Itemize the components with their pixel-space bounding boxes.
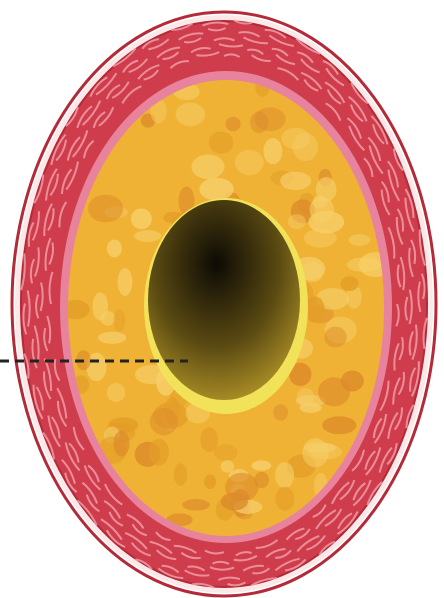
plaque-blob xyxy=(199,178,233,201)
plaque-blob xyxy=(113,309,125,331)
plaque-blob xyxy=(118,268,133,296)
plaque-blob xyxy=(107,240,122,258)
plaque-blob xyxy=(235,150,264,175)
lumen xyxy=(148,200,300,400)
plaque-blob xyxy=(150,408,178,435)
plaque-blob xyxy=(149,439,169,466)
plaque-blob xyxy=(254,107,285,131)
plaque-blob xyxy=(252,460,272,470)
plaque-blob xyxy=(209,132,234,154)
plaque-blob xyxy=(280,172,311,190)
plaque-blob xyxy=(254,472,269,488)
plaque-blob xyxy=(275,462,294,488)
plaque-blob xyxy=(263,138,282,164)
plaque-blob xyxy=(318,377,350,406)
plaque-blob xyxy=(276,487,295,511)
plaque-blob xyxy=(98,332,126,344)
plaque-blob xyxy=(273,404,288,421)
plaque-blob xyxy=(302,438,328,467)
plaque-blob xyxy=(114,431,130,457)
plaque-blob xyxy=(347,258,381,273)
plaque-blob xyxy=(88,195,123,223)
plaque-blob xyxy=(324,327,347,348)
plaque-blob xyxy=(174,463,188,486)
plaque-blob xyxy=(214,444,238,461)
plaque-blob xyxy=(349,234,371,246)
plaque-blob xyxy=(182,499,210,511)
plaque-blob xyxy=(282,128,310,150)
plaque-blob xyxy=(226,117,241,131)
plaque-blob xyxy=(304,229,337,248)
plaque-blob xyxy=(131,209,152,230)
plaque-blob xyxy=(93,292,109,320)
plaque-blob xyxy=(134,230,161,242)
plaque-blob xyxy=(221,460,235,472)
plaque-blob xyxy=(200,427,218,452)
plaque-blob xyxy=(221,492,248,510)
plaque-blob xyxy=(204,475,216,490)
plaque-blob xyxy=(288,214,306,229)
plaque-blob xyxy=(341,276,359,291)
plaque-blob xyxy=(176,103,206,127)
plaque-blob xyxy=(310,197,334,222)
plaque-blob xyxy=(322,416,356,434)
plaque-blob xyxy=(107,383,125,402)
plaque-blob xyxy=(192,155,225,180)
